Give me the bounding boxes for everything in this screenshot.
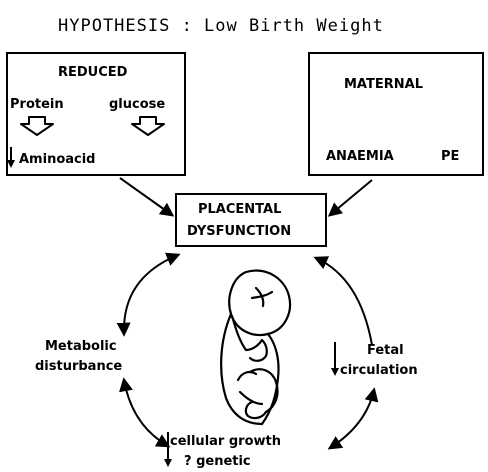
fetal-to-placental-arrow: [316, 258, 372, 345]
protein-down-hollow-arrow: [21, 117, 53, 135]
circulation-down-arrow: [331, 342, 339, 376]
placental-metabolic-arrow: [124, 255, 178, 334]
metabolic-cellular-arrow: [124, 380, 168, 446]
aminoacid-down-arrow: [7, 147, 15, 168]
cellular-fetal-arrow: [330, 390, 374, 448]
maternal-to-placental-arrow: [330, 180, 372, 215]
glucose-down-hollow-arrow: [132, 117, 164, 135]
fetus-illustration: [221, 271, 290, 424]
reduced-to-placental-arrow: [120, 178, 172, 215]
cellular-down-arrow: [164, 432, 172, 467]
